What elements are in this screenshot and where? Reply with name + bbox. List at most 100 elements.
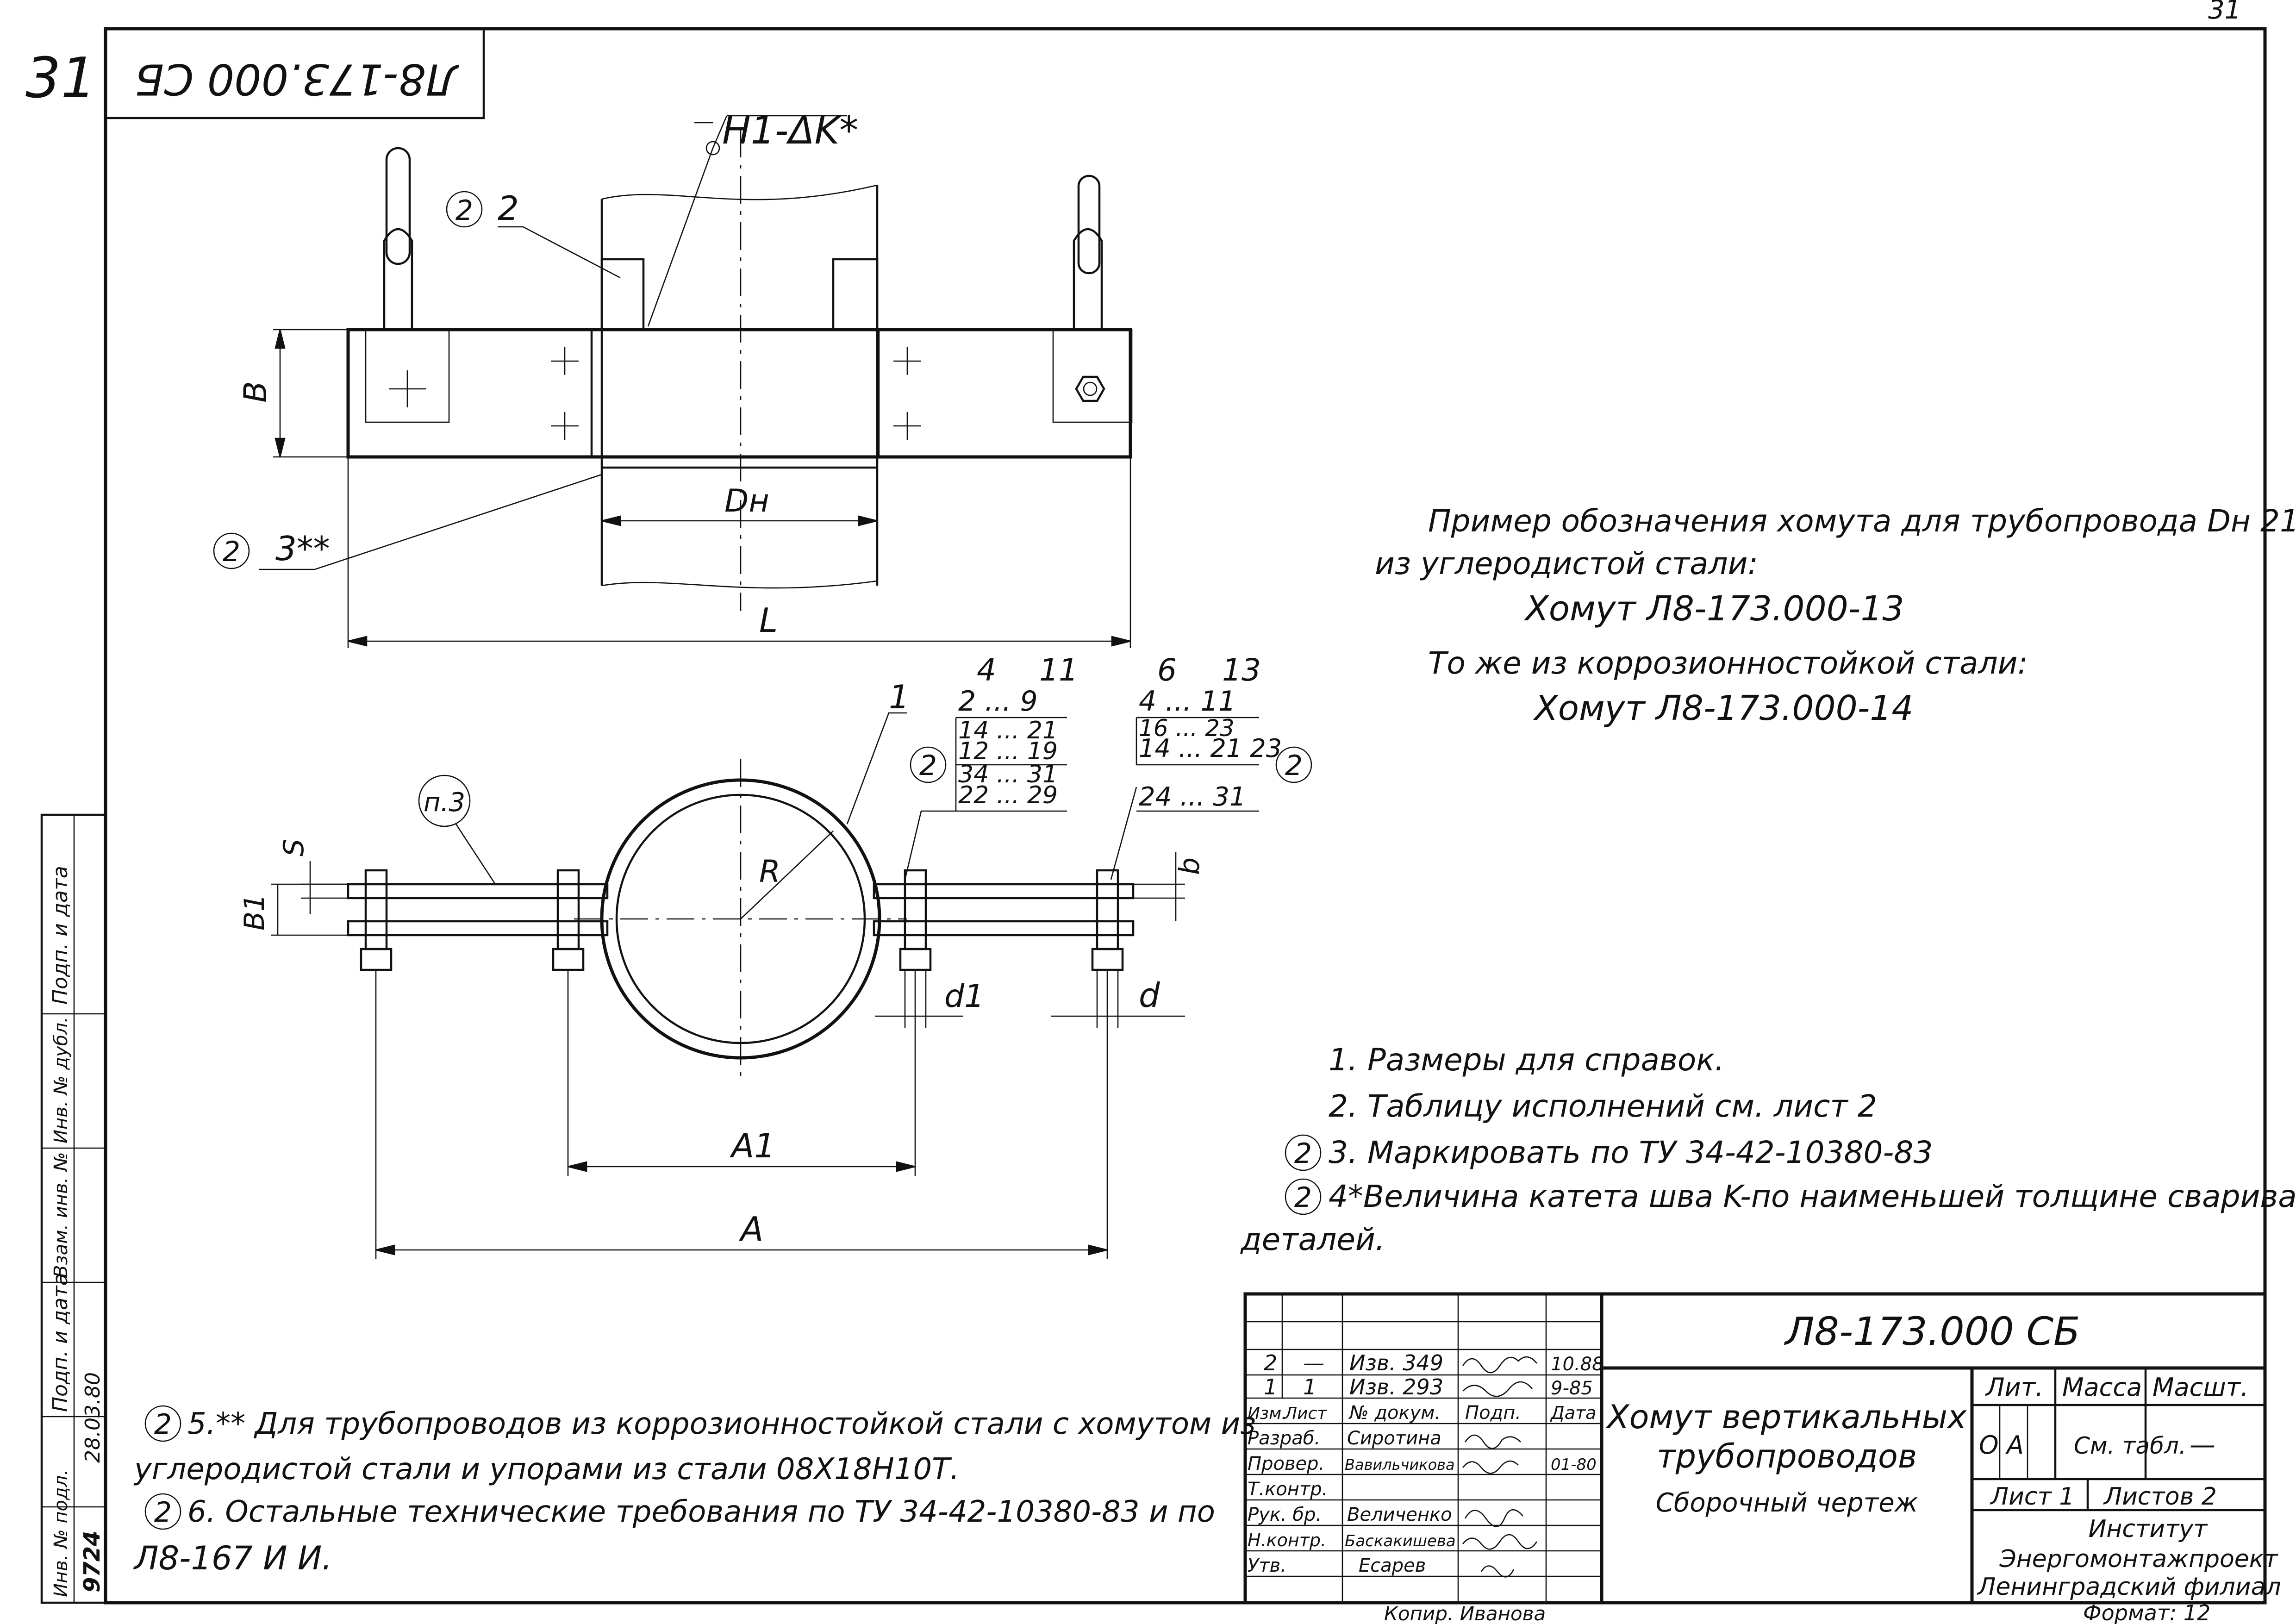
org-line2: Энергомонтажпроект: [1999, 1545, 2279, 1573]
notes: 1. Размеры для справок. 2. Таблицу испол…: [133, 1042, 2296, 1577]
note-5: 5.** Для трубопроводов из коррозионносто…: [187, 1407, 1256, 1441]
note-3-mark: 2: [1294, 1137, 1312, 1170]
pos-3-label: 3**: [275, 529, 330, 568]
lug-plate-right: [1052, 329, 1133, 423]
staff-name-6: Есарев: [1359, 1555, 1426, 1576]
staff-date-2: 01-80: [1551, 1455, 1597, 1474]
dim-B-label: B: [237, 381, 274, 403]
pos-2-label: 2: [498, 189, 519, 228]
col1-row1: 2 ... 9: [958, 685, 1038, 718]
rev2-doc: Изв. 293: [1349, 1374, 1443, 1399]
mass-header: Масса: [2062, 1373, 2142, 1402]
example-line5: Хомут Л8-173.000-14: [1533, 688, 1914, 728]
position-table-1: 4 11 2 ... 9 14 ... 21 12 ... 19 34 ... …: [904, 652, 1078, 880]
pos-2-callout: 2 2: [446, 189, 621, 279]
col2-row4: 24 ... 31: [1139, 782, 1246, 812]
pos-1-leader: [846, 712, 907, 824]
nut-icon: [1075, 375, 1105, 402]
note-2: 2. Таблицу исполнений см. лист 2: [1329, 1088, 1877, 1124]
example-line2: из углеродистой стали:: [1375, 546, 1758, 581]
rev2-date: 9-85: [1551, 1378, 1593, 1399]
lit-value-2: А: [2005, 1430, 2024, 1460]
change-mark-pos3: 2: [223, 536, 240, 568]
dim-B1: [271, 883, 348, 936]
lit-value-1: О: [1979, 1430, 1999, 1460]
dim-b: [1133, 852, 1185, 921]
sheets-label: Листов 2: [2103, 1483, 2217, 1511]
dim-A: [375, 970, 1108, 1259]
change-mark-table2: 2: [1285, 750, 1303, 782]
rev1-izm: 2: [1264, 1350, 1277, 1375]
example-line1: Пример обозначения хомута для трубопрово…: [1428, 503, 2296, 539]
page-number-left: 31: [25, 46, 96, 111]
staff-name-2: Вавильчикова: [1345, 1456, 1455, 1474]
pos-3-callout: 2 3**: [213, 474, 602, 570]
bolt-marks: [389, 347, 921, 440]
side-field-5: Инв. № подл.: [50, 1469, 72, 1597]
pipe-break-top: [601, 184, 878, 200]
scale-value: —: [2190, 1430, 2215, 1460]
col1-top-a: 4: [977, 652, 996, 688]
designation-example: Пример обозначения хомута для трубопрово…: [1375, 503, 2296, 728]
side-date: 28.03.80: [81, 1372, 105, 1463]
pos-1-label: 1: [889, 678, 910, 716]
col2-row2: 16 ... 23: [1139, 715, 1235, 742]
pipe-break-bottom: [601, 580, 878, 589]
p3-callout: п.3: [418, 775, 496, 885]
dim-A1-label: A1: [730, 1126, 775, 1165]
side-field-1: Подп. и дата: [49, 866, 72, 1005]
side-inv-number: 9724: [79, 1530, 105, 1593]
front-view: R 1 п.3 S B1 b: [238, 652, 1312, 1259]
rev-header-sign: Подп.: [1465, 1402, 1521, 1424]
weld-callout: H1-ΔK*: [647, 109, 858, 327]
title-line1: Хомут вертикальных: [1605, 1398, 1967, 1436]
note-6-mark: 2: [154, 1496, 172, 1529]
clamp-band: [346, 328, 1132, 459]
staff-role-1: Разраб.: [1248, 1428, 1320, 1449]
staff-name-4: Величенко: [1347, 1504, 1452, 1525]
rev-header-doc: № докум.: [1348, 1402, 1441, 1424]
sheet-label: Лист 1: [1990, 1483, 2074, 1511]
dim-L-label: L: [759, 601, 778, 640]
rev1-doc: Изв. 349: [1349, 1350, 1443, 1375]
change-mark-pos2: 2: [455, 194, 473, 227]
staff-name-5: Баскакишева: [1345, 1532, 1456, 1550]
org-line3: Ленинградский филиал: [1977, 1573, 2281, 1601]
dim-d1-label: d1: [944, 978, 984, 1015]
note-5-mark: 2: [154, 1408, 172, 1441]
corner-number: 31: [2208, 0, 2241, 25]
dim-A1: [567, 970, 916, 1176]
rev2-list: 1: [1303, 1374, 1316, 1399]
col2-row1: 4 ... 11: [1139, 685, 1236, 718]
side-stamp: Подп. и дата Инв. № дубл. Взам. инв. № П…: [40, 813, 107, 1604]
clamp-plates: [347, 883, 1135, 937]
hanger-right: [1073, 175, 1103, 330]
rev2-izm: 1: [1264, 1374, 1277, 1399]
staff-role-3: Т.контр.: [1248, 1479, 1328, 1500]
dim-d-label: d: [1139, 976, 1160, 1015]
dim-R-label: R: [759, 854, 780, 889]
col2-top-b: 13: [1222, 652, 1261, 688]
note-4-mark: 2: [1294, 1181, 1312, 1214]
rev-header-date: Дата: [1550, 1403, 1596, 1423]
rev-header-list: Лист: [1284, 1404, 1327, 1423]
col2-top-a: 6: [1157, 652, 1177, 688]
p3-label: п.3: [424, 787, 465, 818]
rev-header-izm: Изм.: [1248, 1404, 1287, 1423]
staff-role-2: Провер.: [1248, 1453, 1324, 1474]
drawing-code: Л8-173.000 СБ: [1784, 1309, 2080, 1354]
dim-d1: [875, 970, 963, 1028]
side-field-3: Взам. инв. №: [50, 1152, 72, 1278]
note-4b: деталей.: [1240, 1222, 1385, 1257]
dim-B1-label: B1: [238, 894, 271, 931]
side-field-4: Подп. и дата: [49, 1273, 72, 1412]
rev1-date: 10.88: [1551, 1354, 1604, 1375]
note-6: 6. Остальные технические требования по Т…: [187, 1495, 1215, 1529]
dim-S: [301, 861, 348, 914]
note-3: 3. Маркировать по ТУ 34-42-10380-83: [1329, 1135, 1933, 1170]
footer-copied: Копир. Иванова: [1384, 1602, 1546, 1624]
dim-B: [273, 329, 347, 458]
lit-header: Лит.: [1985, 1373, 2043, 1402]
note-5b: углеродистой стали и упорами из стали 08…: [133, 1452, 960, 1487]
